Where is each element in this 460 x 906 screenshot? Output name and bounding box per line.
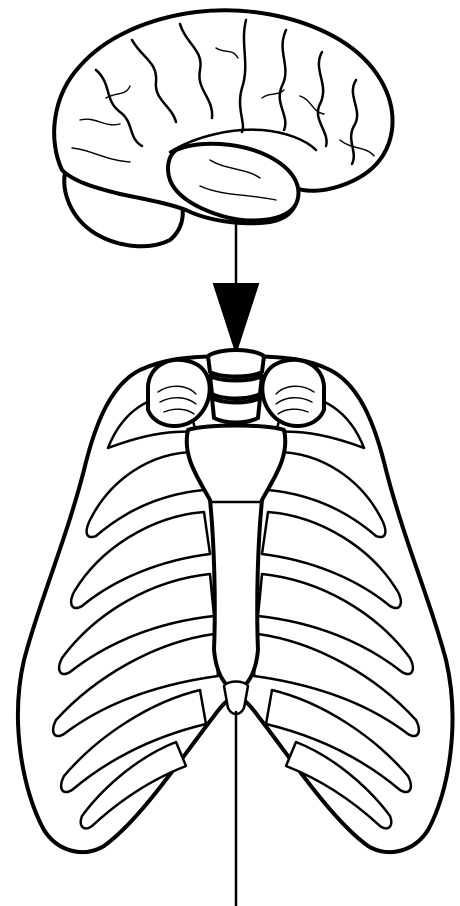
- arrow-down-icon: [214, 222, 258, 352]
- brain-icon: [54, 10, 392, 246]
